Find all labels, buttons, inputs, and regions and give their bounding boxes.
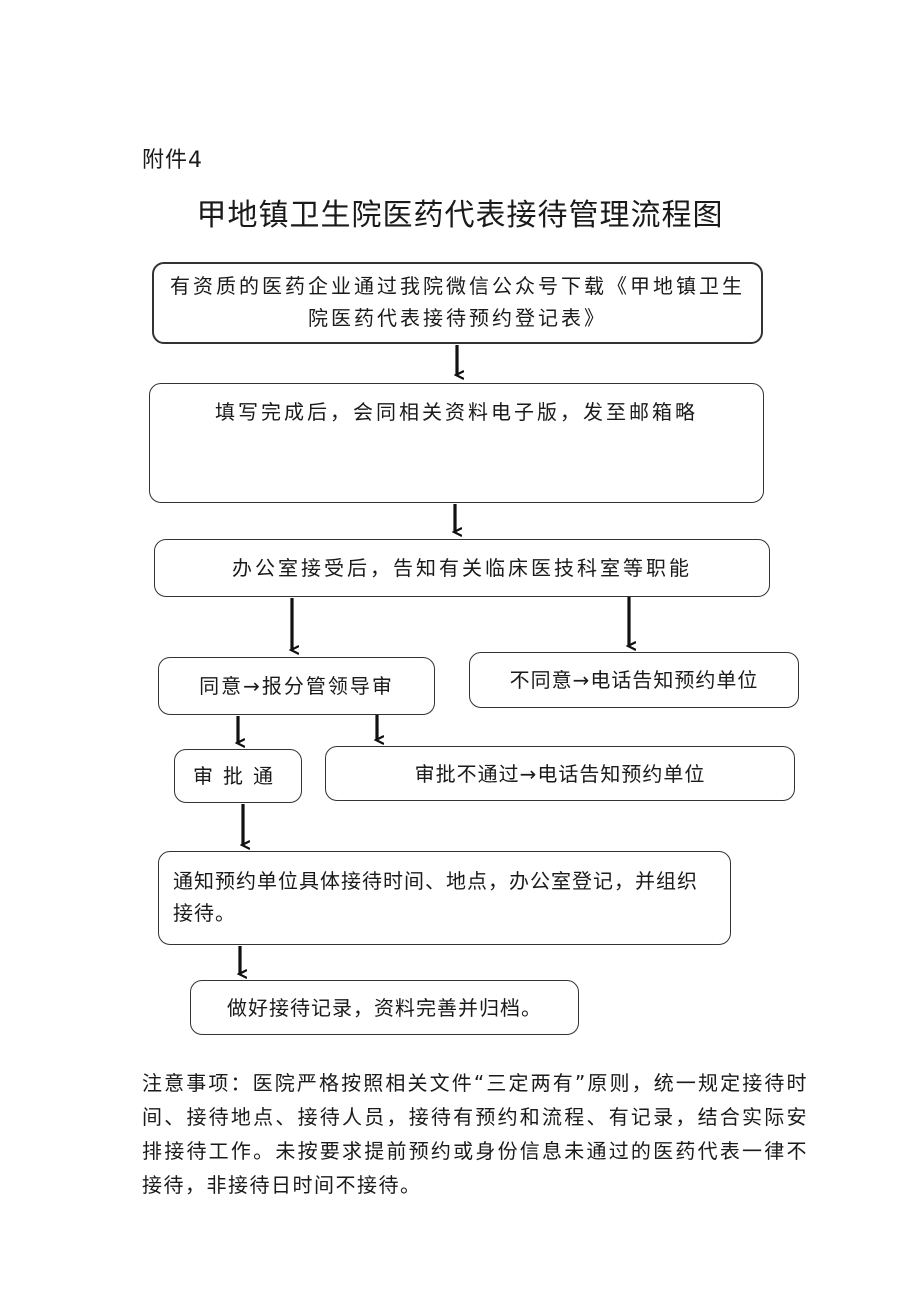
step-send-email-text: 填写完成后，会同相关资料电子版，发至邮箱略 [215, 400, 698, 424]
branch-approved: 审批通 [174, 749, 302, 803]
step-record-archive-text: 做好接待记录，资料完善并归档。 [227, 995, 542, 1020]
page-title: 甲地镇卫生院医药代表接待管理流程图 [196, 198, 724, 233]
step-notify-reception-text: 通知预约单位具体接待时间、地点，办公室登记，并组织接待。 [173, 869, 698, 925]
step-download-form: 有资质的医药企业通过我院微信公众号下载《甲地镇卫生院医药代表接待预约登记表》 [152, 262, 763, 344]
step-send-email: 填写完成后，会同相关资料电子版，发至邮箱略 [149, 383, 764, 503]
branch-agree: 同意→报分管领导审 [158, 657, 435, 715]
branch-disagree: 不同意→电话告知预约单位 [469, 652, 799, 708]
step-office-receive-text: 办公室接受后，告知有关临床医技科室等职能 [232, 556, 692, 580]
branch-disagree-text: 不同意→电话告知预约单位 [509, 668, 759, 692]
branch-rejected: 审批不通过→电话告知预约单位 [325, 746, 795, 801]
notes-paragraph: 注意事项：医院严格按照相关文件“三定两有”原则，统一规定接待时间、接待地点、接待… [142, 1071, 808, 1197]
step-download-form-text: 有资质的医药企业通过我院微信公众号下载《甲地镇卫生院医药代表接待预约登记表》 [170, 274, 745, 330]
step-record-archive: 做好接待记录，资料完善并归档。 [190, 980, 579, 1035]
branch-approved-text: 审批通 [193, 764, 283, 788]
branch-rejected-text: 审批不通过→电话告知预约单位 [414, 761, 706, 786]
attachment-label: 附件4 [142, 148, 203, 173]
branch-agree-text: 同意→报分管领导审 [199, 674, 394, 698]
step-notify-reception: 通知预约单位具体接待时间、地点，办公室登记，并组织接待。 [158, 851, 731, 945]
step-office-receive: 办公室接受后，告知有关临床医技科室等职能 [154, 539, 770, 597]
